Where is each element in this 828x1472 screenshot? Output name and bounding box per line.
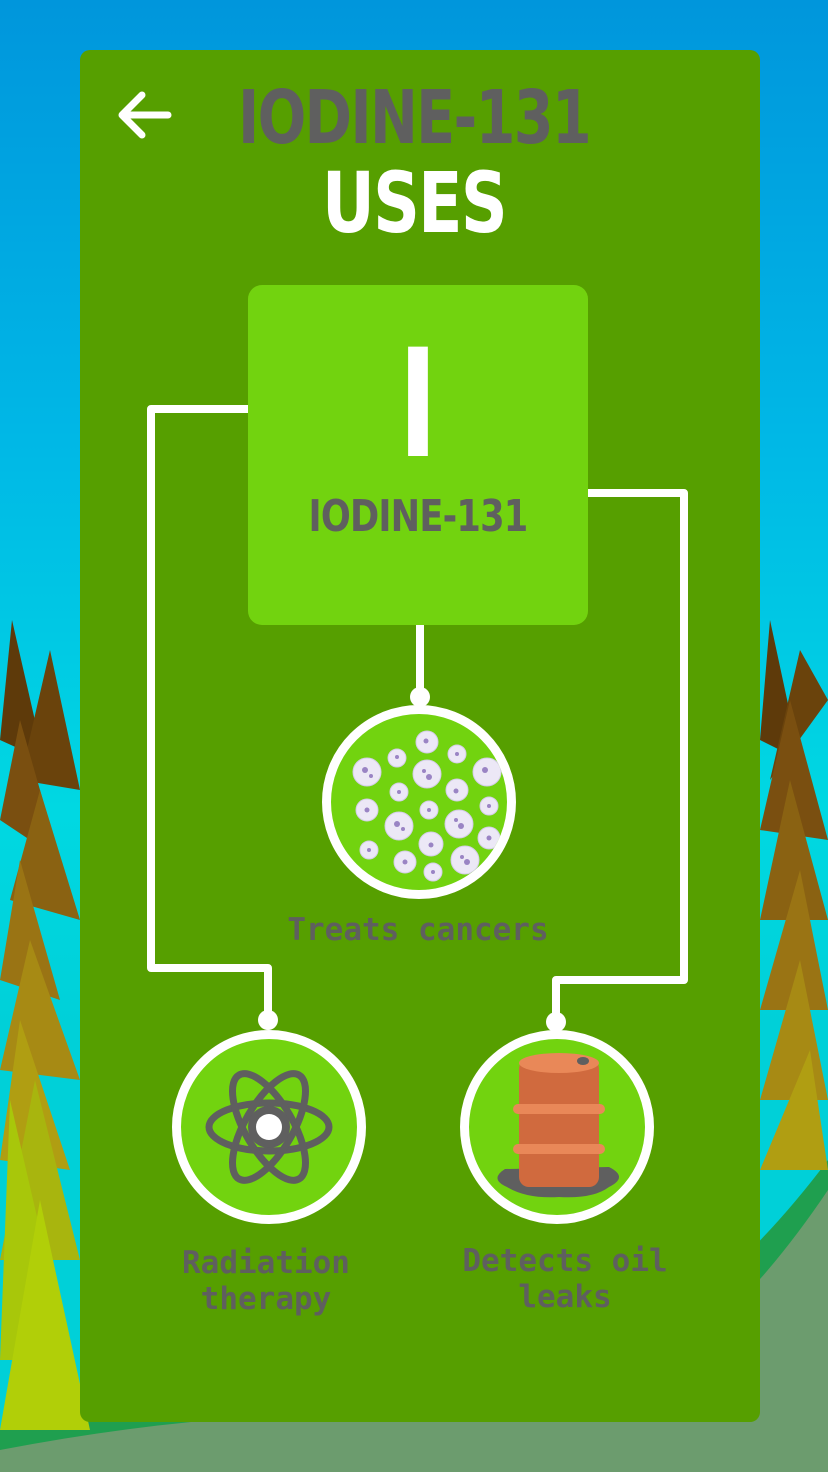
use-label-treats-cancers: Treats cancers [287, 912, 549, 948]
element-symbol: I [398, 318, 438, 492]
element-name: IODINE-131 [308, 491, 529, 542]
page-title-element: IODINE-131 [238, 75, 592, 161]
back-button[interactable] [110, 80, 180, 150]
cancer-cells-icon [352, 730, 502, 882]
use-label-radiation-therapy: Radiation therapy [182, 1245, 350, 1317]
use-radiation-therapy[interactable] [172, 1030, 366, 1224]
left-trees [0, 620, 90, 1430]
element-tile[interactable]: I IODINE-131 [248, 285, 588, 625]
use-detects-oil-leaks[interactable] [460, 1030, 654, 1224]
right-trees [760, 620, 828, 1170]
arrow-left-icon [118, 91, 172, 139]
use-label-detects-oil-leaks: Detects oil leaks [462, 1243, 668, 1315]
oil-barrel-icon [497, 1053, 619, 1198]
atom-icon [205, 1070, 333, 1184]
use-treats-cancers[interactable] [322, 705, 516, 899]
page-title-uses: USES [322, 154, 508, 252]
